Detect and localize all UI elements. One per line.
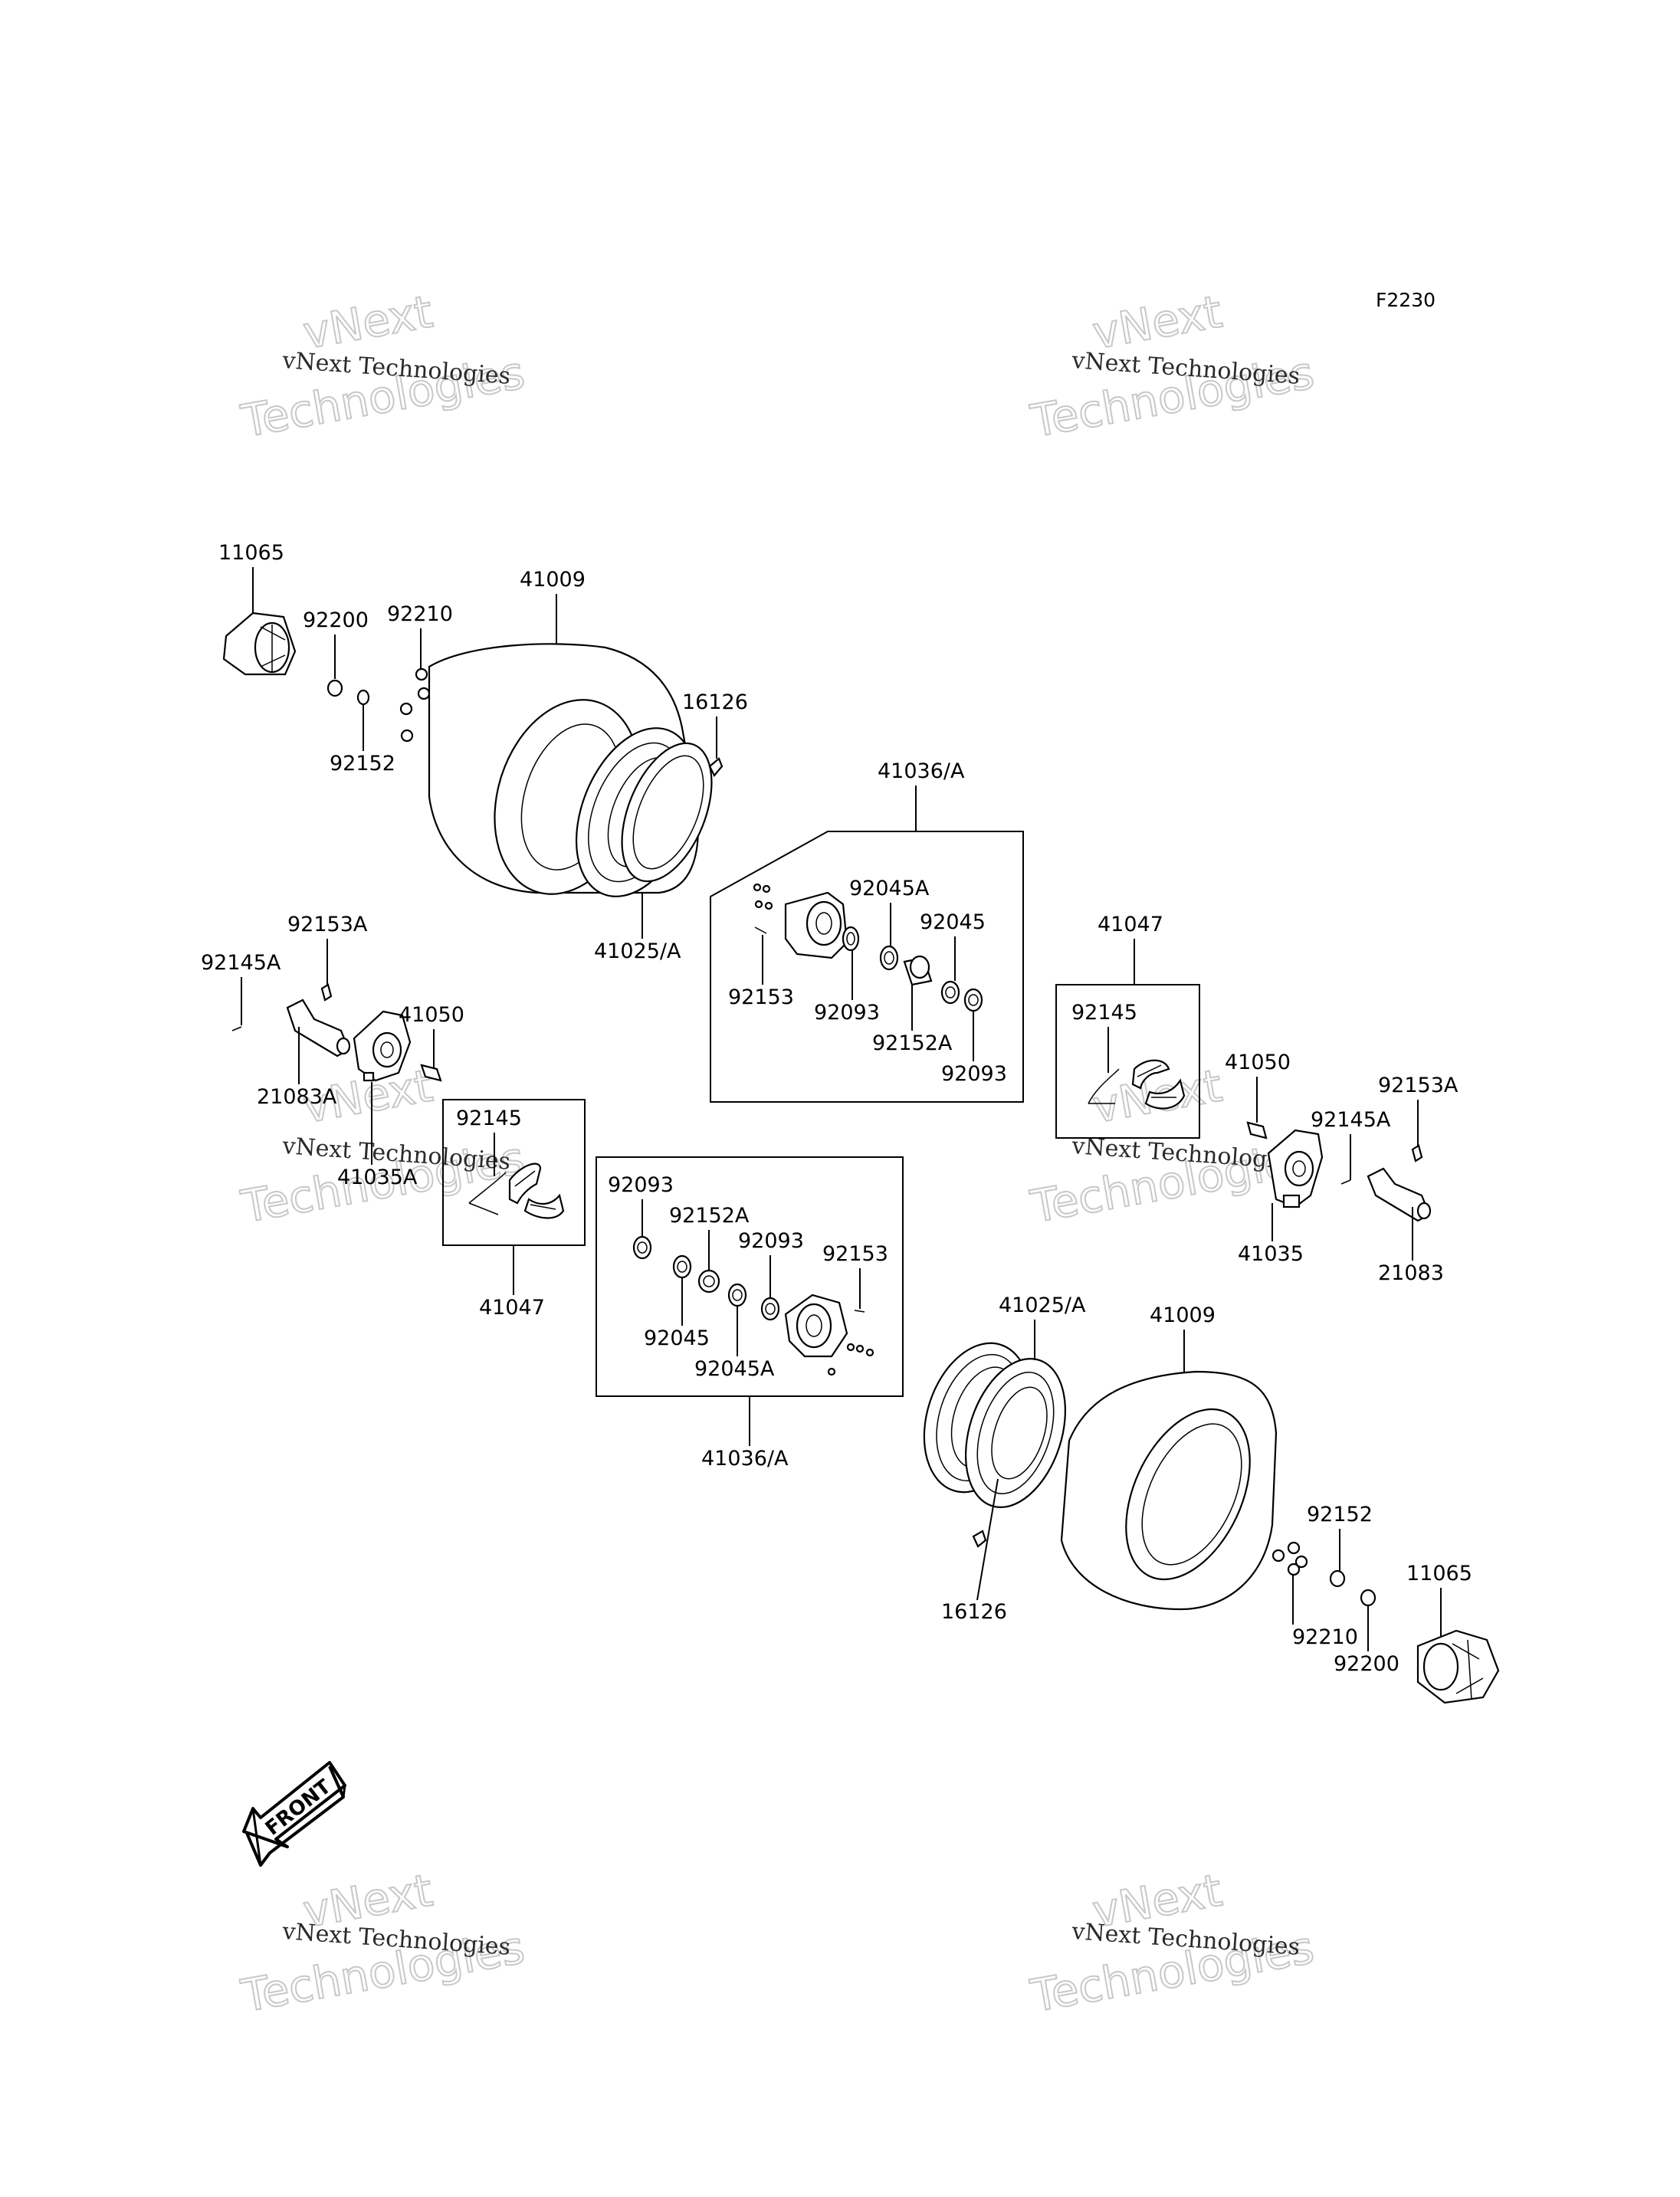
bolt-41050-right — [1246, 1121, 1268, 1139]
label-41009-bottom: 41009 — [1150, 1303, 1216, 1327]
nut-92152-bottom — [1329, 1569, 1346, 1588]
bearing-92045A-bottom — [727, 1283, 747, 1307]
brake-shoe-box-right — [1055, 984, 1200, 1139]
label-41025A: 41025/A — [594, 939, 681, 963]
lever-21083A-left — [286, 998, 351, 1058]
brake-panel-41035-right — [1267, 1129, 1324, 1208]
nuts-92210-bottom — [1271, 1541, 1308, 1576]
label-41036A-c: 41036/A — [701, 1447, 789, 1471]
bolt-92153A-left — [320, 983, 333, 1002]
label-16126-bottom: 16126 — [941, 1600, 1007, 1624]
label-92045: 92045 — [920, 910, 986, 934]
brake-panel-41035A-left — [353, 1010, 412, 1082]
label-92200-bottom: 92200 — [1334, 1652, 1399, 1676]
pin-92145A-left — [231, 1026, 242, 1031]
label-92210-bottom: 92210 — [1292, 1625, 1358, 1649]
hub-bottom — [784, 1294, 874, 1376]
washer-92200-top — [326, 679, 343, 697]
label-92153A: 92153A — [287, 913, 368, 936]
label-92093-c-a: 92093 — [608, 1173, 674, 1197]
front-arrow-icon: FRONT — [242, 1761, 346, 1867]
label-41050-right: 41050 — [1225, 1051, 1291, 1074]
hub-top — [753, 883, 848, 959]
label-92145A-right: 92145A — [1311, 1108, 1391, 1132]
spacer-92152A-top — [903, 955, 933, 986]
nut-92152-top — [356, 689, 370, 706]
watermark-top-right: vNext Technologies vNext Technologies — [1026, 284, 1319, 448]
label-41047: 41047 — [479, 1296, 545, 1320]
label-41036A: 41036/A — [878, 759, 965, 783]
bearing-92045-bottom — [672, 1254, 692, 1279]
spacer-92152A-bottom — [697, 1269, 720, 1294]
label-11065-bottom: 11065 — [1406, 1562, 1472, 1585]
label-41050: 41050 — [399, 1003, 464, 1027]
label-92152-bottom: 92152 — [1307, 1503, 1373, 1526]
label-92152A-c: 92152A — [669, 1204, 750, 1228]
watermark-mid-left: vNext Technologies vNext Technologies — [237, 1058, 530, 1234]
seal-92093-top-b — [963, 988, 983, 1012]
label-92153A-right: 92153A — [1378, 1074, 1459, 1097]
label-92093-b: 92093 — [941, 1062, 1007, 1086]
label-92152A: 92152A — [872, 1031, 953, 1055]
label-92210: 92210 — [387, 602, 453, 626]
seal-92093-bottom-a — [632, 1235, 652, 1260]
tire-41009-bottom — [1060, 1370, 1278, 1611]
bolt-41050-left — [420, 1064, 442, 1082]
label-92045A: 92045A — [849, 877, 930, 900]
valve-16126-bottom — [972, 1530, 987, 1548]
watermark-bottom-left: vNext Technologies vNext Technologies — [237, 1863, 530, 2023]
label-92045-c: 92045 — [644, 1326, 710, 1350]
cap-11065-top — [222, 612, 297, 676]
lever-21083-right — [1367, 1167, 1432, 1222]
rim-41025A-bottom — [923, 1342, 1066, 1508]
seal-92093-bottom-b — [760, 1297, 780, 1321]
valve-16126-top — [708, 757, 724, 777]
svg-text:vNext: vNext — [300, 285, 437, 359]
tire-41009-top — [428, 643, 713, 897]
bolt-92153A-right — [1411, 1144, 1423, 1162]
label-41047-right: 41047 — [1098, 913, 1163, 936]
label-92200: 92200 — [303, 608, 369, 632]
label-92045A-c: 92045A — [694, 1357, 775, 1381]
bearing-92045-top — [940, 980, 960, 1005]
figure-code: F2230 — [1376, 289, 1436, 311]
cap-11065-bottom — [1416, 1629, 1500, 1704]
watermark-top-left: vNext Technologies vNext Technologies — [237, 284, 530, 448]
brake-shoe-41047-right — [1088, 1059, 1186, 1110]
washer-92200-bottom — [1360, 1589, 1376, 1607]
label-41035-right: 41035 — [1238, 1242, 1304, 1266]
label-11065: 11065 — [218, 541, 284, 565]
label-16126: 16126 — [682, 690, 748, 714]
bearing-92045A-top — [879, 945, 899, 971]
label-21083A: 21083A — [257, 1085, 337, 1109]
label-92093-a: 92093 — [814, 1001, 880, 1025]
label-41025A-bottom: 41025/A — [999, 1294, 1086, 1317]
hub-box-top — [710, 831, 1024, 1103]
watermark-bottom-right: vNext Technologies vNext Technologies — [1026, 1863, 1319, 2023]
label-92145: 92145 — [456, 1107, 522, 1130]
label-41009: 41009 — [520, 568, 586, 592]
label-92152: 92152 — [330, 752, 395, 776]
label-92153: 92153 — [728, 985, 794, 1009]
nuts-92210-top — [399, 667, 431, 743]
label-92093-c-b: 92093 — [738, 1229, 804, 1253]
label-41035A: 41035A — [337, 1166, 418, 1189]
pin-92145A-right — [1340, 1179, 1351, 1185]
label-21083-right: 21083 — [1378, 1261, 1444, 1285]
svg-text:vNext: vNext — [1089, 285, 1226, 359]
label-92153-c: 92153 — [822, 1242, 888, 1266]
seal-92093-top-a — [842, 926, 860, 952]
label-92145-right: 92145 — [1071, 1001, 1137, 1025]
brake-shoe-41047-left — [468, 1162, 565, 1219]
label-92145A: 92145A — [201, 951, 281, 975]
watermark-mid-right: vNext Technologies vNext Technologies — [1026, 1058, 1319, 1234]
